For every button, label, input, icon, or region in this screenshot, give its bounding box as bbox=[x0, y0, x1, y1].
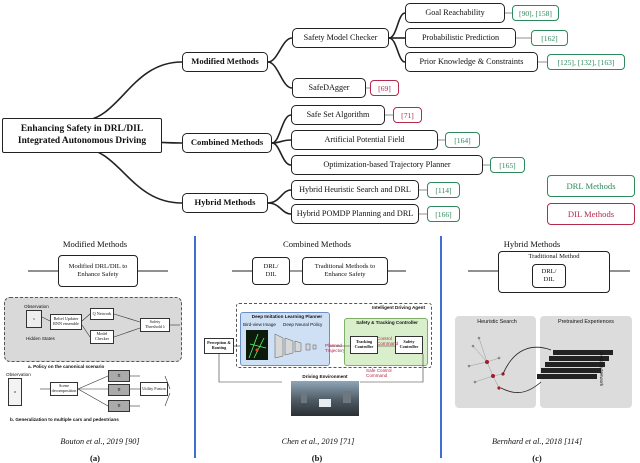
panel-a-schema-lines bbox=[28, 270, 168, 272]
ref-safedagger: [69] bbox=[370, 80, 399, 96]
legend-drl: DRL Methods bbox=[547, 175, 635, 197]
ref-probabilistic: [162] bbox=[531, 30, 568, 46]
panel-b-stc-label: Safety & Tracking Controller bbox=[356, 320, 418, 325]
panel-a-hidden-states: Hidden States bbox=[26, 336, 55, 341]
panel-b-schema-drl: DRL/ DIL bbox=[252, 257, 290, 285]
panel-b-bev-label: Bird-view Image bbox=[243, 322, 276, 327]
separator-left bbox=[194, 236, 196, 458]
panel-c-deep-q-label: Deep Q-Network bbox=[599, 352, 604, 387]
panel-c-heuristic-label: Heuristic Search bbox=[477, 319, 517, 325]
root-node: Enhancing Safety in DRL/DIL Integrated A… bbox=[2, 118, 162, 153]
artificial-potential-field-node: Artificial Potential Field bbox=[291, 130, 438, 150]
safe-set-algorithm-node: Safe Set Algorithm bbox=[291, 105, 385, 125]
separator-right bbox=[440, 236, 442, 458]
panel-c-title: Hybrid Methods bbox=[503, 239, 561, 249]
panel-a-caption-a: a. Policy on the canonical scenario bbox=[28, 364, 105, 369]
panel-b-env-image bbox=[291, 381, 359, 416]
panel-c-heuristic-panel bbox=[455, 316, 536, 408]
panel-a-figure-arrows bbox=[40, 313, 180, 407]
panel-b-safe-cmd: Safe Control Command bbox=[366, 368, 392, 379]
ref-prior: [125], [132], [163] bbox=[547, 54, 625, 70]
panel-b-agent-label: Intelligent Driving Agent bbox=[372, 305, 425, 310]
panel-b-arrows bbox=[218, 345, 424, 383]
panel-a-qnet-box: Q Network bbox=[90, 308, 114, 320]
panel-c-schema-outer-label: Traditional Method bbox=[528, 253, 580, 260]
hybrid-methods-node: Hybrid Methods bbox=[182, 193, 268, 213]
panel-b-network-icon bbox=[274, 333, 317, 359]
legend-dil: DIL Methods bbox=[547, 203, 635, 225]
panel-a-observation2-box: o bbox=[8, 378, 22, 406]
panel-a-observation-label: Observation bbox=[24, 304, 49, 309]
panel-a-model-checker-box: Model Checker bbox=[90, 330, 114, 344]
panel-b-schema-lines bbox=[232, 270, 406, 272]
panel-b-agent-frame bbox=[236, 303, 432, 368]
panel-b-safety-controller: Safety Controller bbox=[395, 336, 423, 354]
panel-a-utility-box: Utility Fusion bbox=[140, 382, 168, 396]
safety-model-checker-node: Safety Model Checker bbox=[292, 28, 389, 48]
panel-c-search-tree bbox=[467, 336, 613, 393]
panel-b-tracking: Tracking Controller bbox=[350, 336, 378, 354]
safedagger-node: SafeDAgger bbox=[292, 78, 366, 98]
panel-a-caption-b: b. Generalization to multiple cars and p… bbox=[10, 417, 119, 422]
panel-a-safety-threshold-box: Safety Threshold λ bbox=[140, 318, 170, 332]
panel-b-policy-label: Deep Neural Policy bbox=[283, 322, 323, 327]
goal-reachability-node: Goal Reachability bbox=[405, 3, 505, 23]
hybrid-pomdp-node: Hybrid POMDP Planning and DRL bbox=[291, 204, 419, 224]
ref-hpomdp: [166] bbox=[427, 206, 460, 222]
panel-a-observation-box: s bbox=[26, 310, 42, 328]
panel-b-env-label: Driving Environment bbox=[302, 374, 348, 379]
panel-b-dil-planner-label: Deep Imitation Learning Planner bbox=[251, 314, 323, 319]
hybrid-heuristic-node: Hybrid Heuristic Search and DRL bbox=[291, 180, 419, 200]
panel-a-title: Modified Methods bbox=[62, 239, 128, 249]
panel-a-observation2-label: Observation bbox=[6, 372, 31, 377]
panel-b-perception: Perception & Routing bbox=[204, 338, 234, 354]
ref-hhs: [114] bbox=[427, 182, 460, 198]
panel-c-citation: Bernhard et al., 2018 [114] bbox=[491, 437, 583, 446]
panel-c-schema-outer bbox=[498, 251, 610, 293]
panel-a-label: (a) bbox=[89, 453, 101, 463]
panel-a-scene-box: Scene decomposition bbox=[50, 382, 78, 396]
panel-a-block-2: Π bbox=[108, 384, 130, 396]
panel-a-schema-box: Modified DRL/DIL to Enhance Safety bbox=[58, 255, 138, 287]
panel-a-citation: Bouton et al., 2019 [90] bbox=[60, 437, 140, 446]
panel-c-pretrained-label: Pretrained Experiences bbox=[557, 319, 615, 325]
panel-b-citation: Chen et al., 2019 [71] bbox=[281, 437, 355, 446]
prior-knowledge-node: Prior Knowledge & Constraints bbox=[405, 52, 538, 72]
ref-apf: [164] bbox=[445, 132, 480, 148]
probabilistic-prediction-node: Probabilistic Prediction bbox=[405, 28, 516, 48]
panel-a-block-3: Π bbox=[108, 400, 130, 412]
panel-b-control-cmd: Control Command bbox=[377, 336, 399, 347]
combined-methods-node: Combined Methods bbox=[182, 133, 272, 153]
ref-safe-set: [71] bbox=[393, 107, 422, 123]
panel-a-belief-box: Belief Updater RNN ensemble bbox=[50, 314, 82, 330]
panel-b-planned-label: Planned Trajectory bbox=[325, 343, 346, 354]
panel-c-label: (c) bbox=[532, 453, 542, 463]
panel-b-schema-traditional: Traditional Methods to Enhance Safety bbox=[302, 257, 388, 285]
panel-b-bev-image bbox=[246, 330, 268, 360]
ref-goal: [90], [158] bbox=[512, 5, 559, 21]
optimization-planner-node: Optimization-based Trajectory Planner bbox=[291, 155, 483, 175]
panel-b-title: Combined Methods bbox=[282, 239, 352, 249]
ref-optim: [165] bbox=[490, 157, 525, 173]
panel-c-schema-inner: DRL/ DIL bbox=[532, 264, 566, 288]
panel-b-label: (b) bbox=[311, 453, 323, 463]
modified-methods-node: Modified Methods bbox=[182, 52, 268, 72]
panel-a-block-1: Π bbox=[108, 370, 130, 382]
